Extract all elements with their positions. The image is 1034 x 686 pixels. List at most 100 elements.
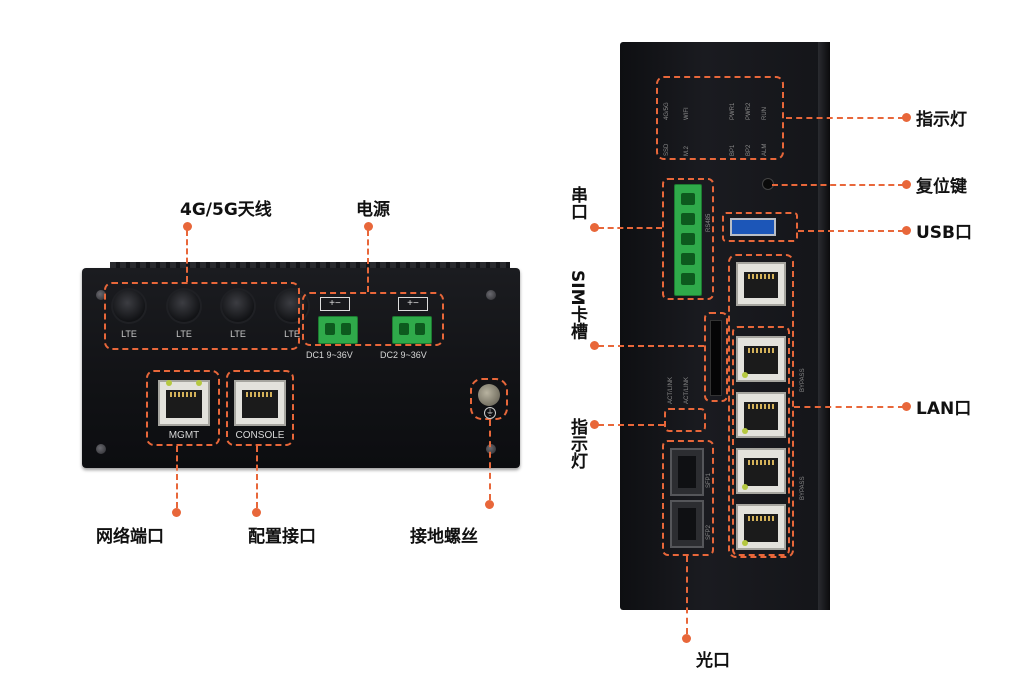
console-label: CONSOLE <box>235 430 285 441</box>
led-icon <box>166 380 172 386</box>
callout-line <box>786 117 904 119</box>
ground-screw <box>478 384 500 406</box>
callout-dot <box>902 226 911 235</box>
dc1-polarity-mark: +− <box>320 297 350 311</box>
sfp-highlight-box <box>662 440 714 556</box>
callout-ground-screw: 接地螺丝 <box>410 527 478 547</box>
callout-dot <box>590 223 599 232</box>
callout-dot <box>590 341 599 350</box>
callout-line <box>598 227 662 229</box>
callout-indicator-side: 指示灯 <box>567 418 587 469</box>
console-port[interactable] <box>234 380 286 426</box>
sfp-label: SFP2 <box>706 524 712 540</box>
actlink-label: ACT/LINK <box>684 376 690 404</box>
lan-port[interactable] <box>736 392 786 438</box>
callout-dot <box>682 634 691 643</box>
led-icon <box>196 380 202 386</box>
mgmt-port[interactable] <box>158 380 210 426</box>
led-label: WIFI <box>684 107 690 120</box>
bypass-label: BYPASS <box>800 476 806 500</box>
antenna-connector <box>222 290 254 322</box>
ground-symbol-icon: ⏚ <box>484 407 496 419</box>
callout-line <box>598 345 704 347</box>
led-label: PWR1 <box>730 102 736 120</box>
callout-line <box>186 230 188 282</box>
callout-dot <box>183 222 192 231</box>
lan-group-box <box>732 326 790 556</box>
lan-port[interactable] <box>736 448 786 494</box>
antenna-connector <box>113 290 145 322</box>
led-highlight-box <box>656 76 784 160</box>
sfp-port-2[interactable] <box>670 500 704 548</box>
led-icon <box>742 428 748 434</box>
led-icon <box>742 372 748 378</box>
callout-line <box>598 424 664 426</box>
lan-highlight-box <box>728 254 794 558</box>
callout-dot <box>252 508 261 517</box>
callout-serial: 串口 <box>567 186 587 220</box>
led-label: 4G/5G <box>664 102 670 120</box>
antenna-label: LTE <box>230 329 246 339</box>
callout-line <box>798 230 904 232</box>
antenna-label: LTE <box>176 329 192 339</box>
callout-antenna: 4G/5G天线 <box>180 200 272 220</box>
callout-power: 电源 <box>356 200 390 220</box>
mgmt-highlight-box <box>146 370 220 446</box>
serial-terminal-block[interactable] <box>674 184 702 296</box>
callout-dot <box>364 222 373 231</box>
bypass-label: BYPASS <box>800 368 806 392</box>
callout-dot <box>590 420 599 429</box>
callout-reset: 复位键 <box>916 177 967 197</box>
callout-line <box>256 446 258 508</box>
callout-dot <box>902 180 911 189</box>
ground-highlight-box <box>470 378 508 420</box>
callout-line <box>686 556 688 634</box>
callout-config-port: 配置接口 <box>248 527 316 547</box>
panel-screw <box>96 290 106 300</box>
sfp-port-1[interactable] <box>670 448 704 496</box>
console-highlight-box <box>226 370 294 446</box>
right-device-panel <box>620 42 830 610</box>
led-label: PWR2 <box>746 102 752 120</box>
panel-screw <box>486 290 496 300</box>
callout-optical: 光口 <box>696 651 730 671</box>
callout-line <box>489 420 491 500</box>
callout-line <box>772 184 904 186</box>
callout-indicator-top: 指示灯 <box>916 110 967 130</box>
callout-dot <box>902 113 911 122</box>
dc1-terminal-block[interactable] <box>318 316 358 344</box>
dc1-label: DC1 9~36V <box>306 350 353 360</box>
callout-network-port: 网络端口 <box>96 527 164 547</box>
panel-screw <box>486 444 496 454</box>
serial-highlight-box <box>662 178 714 300</box>
lan-port[interactable] <box>736 504 786 550</box>
sim-slot[interactable] <box>710 320 722 396</box>
led-label: SSD <box>664 143 670 156</box>
callout-sim: SIM卡槽 <box>567 270 587 340</box>
sfp-label: SFP1 <box>706 472 712 488</box>
usb-port[interactable] <box>730 218 776 236</box>
lan-port[interactable] <box>736 262 786 306</box>
led-label: M.2 <box>684 145 690 156</box>
led-icon <box>742 540 748 546</box>
usb-highlight-box <box>722 212 798 242</box>
antenna-label: LTE <box>121 329 137 339</box>
actlink-highlight-box <box>664 408 706 432</box>
led-panel: 4G/5G WIFI SSD M.2 PWR1 PWR2 RUN BP1 BP2… <box>660 82 780 156</box>
callout-dot <box>172 508 181 517</box>
dc2-label: DC2 9~36V <box>380 350 427 360</box>
antenna-label: LTE <box>284 329 300 339</box>
led-label: BP1 <box>730 144 736 156</box>
callout-dot <box>485 500 494 509</box>
lan-port[interactable] <box>736 336 786 382</box>
dc2-polarity-mark: +− <box>398 297 428 311</box>
right-device-edge <box>818 42 830 610</box>
led-label: ALM <box>762 143 768 156</box>
mgmt-label: MGMT <box>168 430 200 441</box>
left-device-top-ridge <box>110 262 510 270</box>
callout-line <box>367 230 369 292</box>
dc2-terminal-block[interactable] <box>392 316 432 344</box>
callout-line <box>794 406 904 408</box>
sim-highlight-box <box>704 312 728 402</box>
callout-lan: LAN口 <box>916 399 972 419</box>
